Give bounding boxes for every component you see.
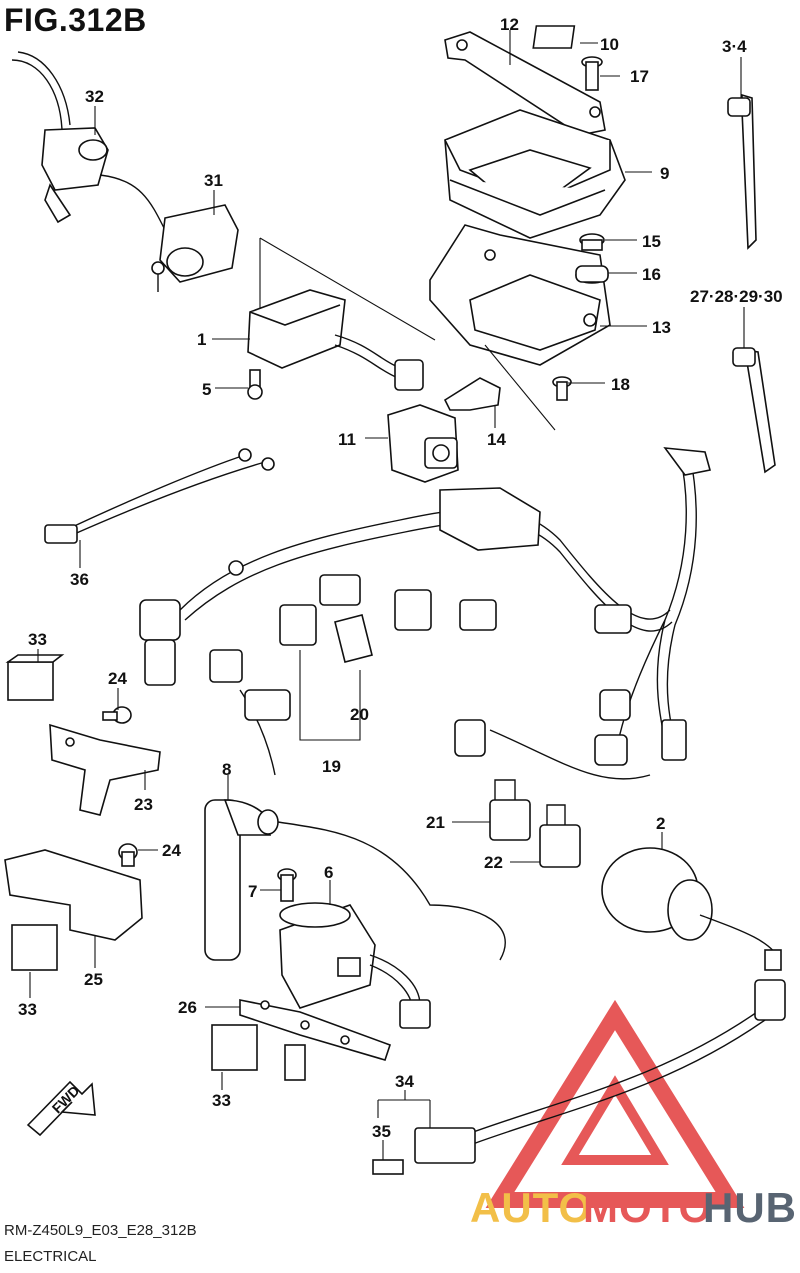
- watermark-logo: AUTO MOTO HUB: [470, 999, 797, 1231]
- part-2-sensor: [601, 847, 782, 971]
- part-21-relay: [489, 779, 531, 841]
- callout-36: 36: [70, 570, 89, 589]
- part-16-grommet: [575, 265, 609, 284]
- watermark-brand-hub: HUB: [703, 1184, 797, 1231]
- part-7-bolt: [277, 868, 297, 902]
- callout-2: 2: [656, 814, 665, 833]
- callout-23: 23: [134, 795, 153, 814]
- part-6-ignition-coil: [279, 902, 431, 1029]
- part-22-relay: [539, 804, 581, 868]
- callout-6: 6: [324, 863, 333, 882]
- callout-9: 9: [660, 164, 669, 183]
- callout-33-a: 33: [28, 630, 47, 649]
- callout-25: 25: [84, 970, 103, 989]
- part-32-switch: [11, 51, 166, 231]
- callout-31: 31: [204, 171, 223, 190]
- callout-3-4: 3·4: [722, 37, 747, 56]
- part-18-screw: [552, 376, 572, 401]
- part-12-strap: [444, 31, 606, 136]
- callout-20: 20: [350, 705, 369, 724]
- part-33-pad-c: [211, 1024, 258, 1071]
- part-1-module: [247, 237, 436, 400]
- part-25-holder: [4, 849, 143, 941]
- callout-35: 35: [372, 1122, 391, 1141]
- callout-26: 26: [178, 998, 197, 1017]
- watermark-brand-auto: AUTO: [470, 1184, 592, 1231]
- callout-33-c: 33: [212, 1091, 231, 1110]
- callout-12: 12: [500, 15, 519, 34]
- callout-13: 13: [652, 318, 671, 337]
- part-36-lead: [44, 448, 275, 544]
- part-24-bolt-b: [118, 843, 138, 867]
- callout-18: 18: [611, 375, 630, 394]
- part-27-30-cable-tie: [732, 347, 776, 474]
- part-20-connector: [334, 614, 373, 663]
- callout-14: 14: [487, 430, 506, 449]
- callout-8: 8: [222, 760, 231, 779]
- leader-lines: [29, 30, 745, 1160]
- callout-24-b: 24: [162, 841, 181, 860]
- footer-code: RM-Z450L9_E03_E28_312B: [4, 1222, 197, 1239]
- callout-19: 19: [322, 757, 341, 776]
- figure-title: FIG.312B: [4, 2, 147, 38]
- part-17-bolt: [581, 56, 603, 91]
- callout-16: 16: [642, 265, 661, 284]
- callout-33-b: 33: [18, 1000, 37, 1019]
- part-9-ecu: [444, 109, 626, 239]
- callout-24-a: 24: [108, 669, 127, 688]
- part-23-bracket: [49, 723, 161, 816]
- callout-22: 22: [484, 853, 503, 872]
- footer-section: ELECTRICAL: [4, 1248, 97, 1265]
- part-15-collar: [579, 233, 605, 251]
- watermark-brand-moto: MOTO: [583, 1184, 712, 1231]
- callout-labels: 32 31 1 5 12 10 17 9 15 16 13 18 14 11 3…: [18, 15, 783, 1141]
- part-13-bracket: [429, 224, 611, 431]
- part-35-fuse: [372, 1159, 404, 1175]
- part-33-pad-b: [11, 924, 58, 971]
- part-11-connector: [387, 404, 459, 483]
- part-8-plug-cap: [204, 799, 506, 961]
- fwd-arrow-icon: FWD: [26, 1080, 96, 1137]
- callout-15: 15: [642, 232, 661, 251]
- part-24-bolt-a: [102, 706, 132, 724]
- callout-27-30: 27·28·29·30: [690, 287, 783, 306]
- part-10-pad: [532, 25, 576, 49]
- callout-21: 21: [426, 813, 445, 832]
- callout-32: 32: [85, 87, 104, 106]
- callout-34: 34: [395, 1072, 414, 1091]
- callout-10: 10: [600, 35, 619, 54]
- part-33-pad-a: [5, 654, 65, 701]
- part-34-harness: [414, 979, 786, 1164]
- part-3-4-cable-tie: [727, 93, 757, 250]
- part-19-wiring-harness: [139, 447, 712, 780]
- callout-17: 17: [630, 67, 649, 86]
- part-26-strip: [239, 999, 392, 1081]
- callout-11: 11: [338, 430, 356, 449]
- callout-1: 1: [197, 330, 206, 349]
- callout-7: 7: [248, 882, 257, 901]
- callout-5: 5: [202, 380, 211, 399]
- part-14-clamp: [443, 377, 501, 411]
- part-31-switch: [151, 204, 239, 292]
